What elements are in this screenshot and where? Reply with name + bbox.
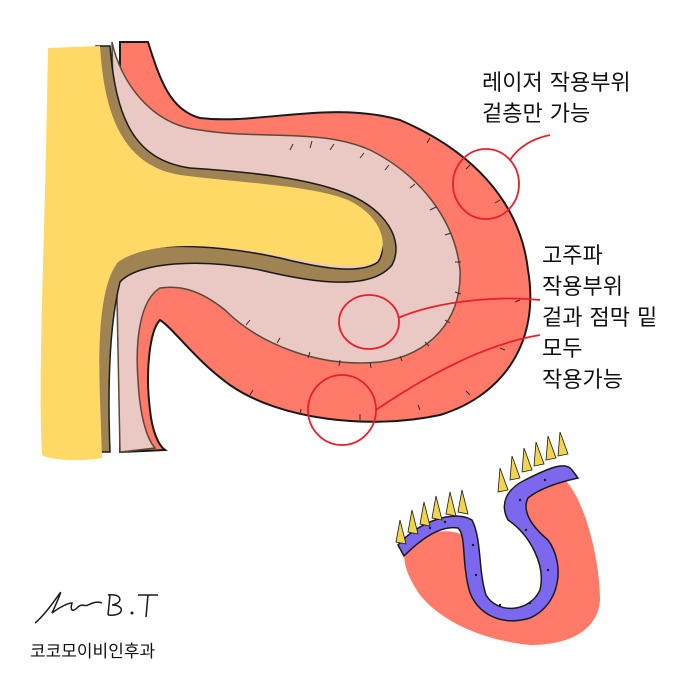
artist-signature [30, 585, 180, 630]
laser-leader [510, 135, 550, 160]
rf-label-line-2: 작용부위 [542, 275, 623, 300]
laser-label-line-2: 겉층만 가능 [482, 102, 590, 127]
clinic-name: 코코모이비인후과 [30, 637, 155, 662]
rf-label-line-3: 겉과 점막 밑 [542, 306, 657, 331]
inset-mucosa [396, 432, 600, 645]
laser-label: 레이저 작용부위 겉층만 가능 [482, 68, 631, 130]
rf-label-line-5: 작용가능 [542, 368, 623, 393]
rf-label: 고주파 작용부위 겉과 점막 밑 모두 작용가능 [542, 241, 657, 396]
laser-label-line-1: 레이저 작용부위 [482, 71, 631, 96]
rf-label-line-1: 고주파 [542, 244, 603, 269]
rf-label-line-4: 모두 [542, 337, 582, 362]
